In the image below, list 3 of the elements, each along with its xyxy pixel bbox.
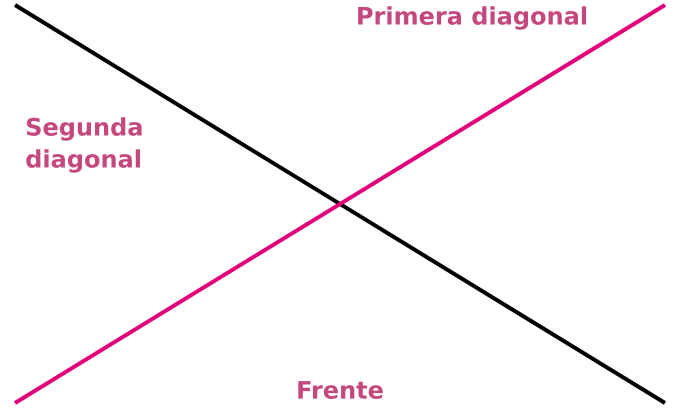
line-label: Segunda diagonal [26,117,142,173]
line-label: Frente [298,381,383,399]
line-label: Primera diagonal [358,6,586,30]
